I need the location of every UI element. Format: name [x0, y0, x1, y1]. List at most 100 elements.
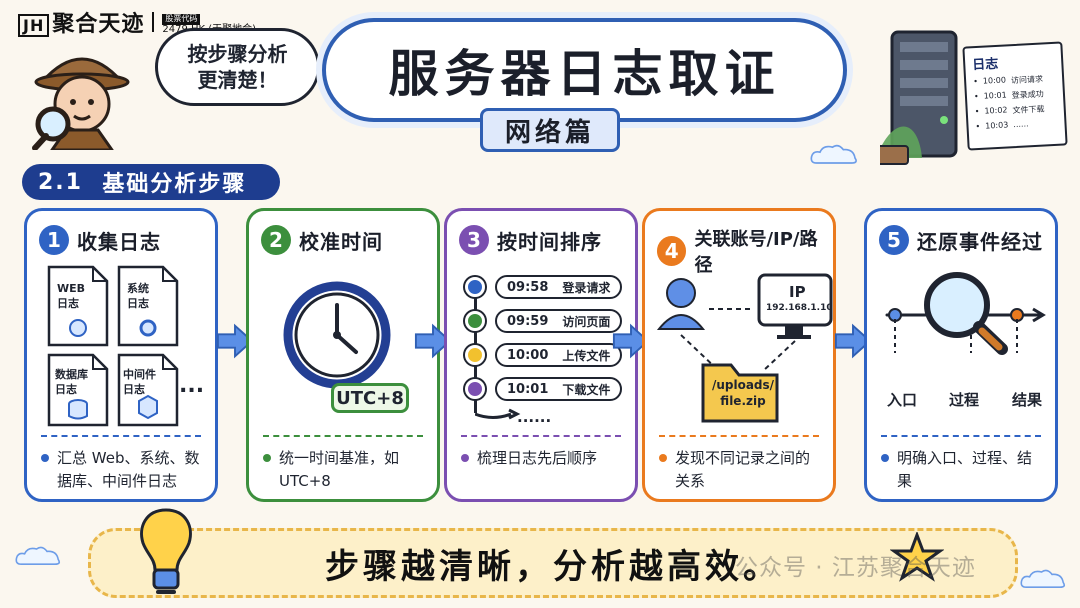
- step-title-5: 还原事件经过: [917, 229, 1043, 254]
- step-number-5: 5: [879, 225, 909, 255]
- log-note-time: 10:01: [983, 90, 1007, 101]
- log-note-row-bullet: •: [973, 91, 979, 102]
- bullet-dot: [881, 454, 889, 462]
- step-divider-5: [881, 435, 1041, 437]
- timeline-event: 登录请求: [562, 280, 611, 295]
- timeline-entry: 09:58 登录请求: [495, 275, 623, 299]
- step-card-3: 3 按时间排序 ...... 09:58 登录请求 09:59 访问页面 10:…: [444, 208, 638, 502]
- bottom-banner: 步骤越清晰，分析越高效。: [88, 528, 1018, 598]
- cloud-icon: [15, 546, 61, 565]
- step-description-text-2: 统一时间基准，如 UTC+8: [279, 449, 400, 491]
- log-note-row: • 10:00 访问请求: [973, 73, 1055, 88]
- step-divider-1: [41, 435, 201, 437]
- timeline-entry: 09:59 访问页面: [495, 309, 623, 333]
- log-note-time: 10:00: [982, 75, 1007, 86]
- step-description-text-5: 明确入口、过程、结果: [897, 449, 1033, 491]
- section-heading: 2.1 基础分析步骤: [22, 164, 280, 200]
- folder-path: /uploads/ file.zip: [711, 378, 775, 409]
- timeline-event: 下载文件: [562, 382, 611, 397]
- middleware-log-label: 中间件 日志: [123, 368, 156, 397]
- step-description-text-1: 汇总 Web、系统、数据库、中间件日志: [57, 449, 200, 491]
- log-note-row-bullet: •: [974, 106, 980, 117]
- arrow-right-icon: [612, 323, 650, 359]
- timeline-entry: 10:00 上传文件: [495, 343, 623, 367]
- ip-label: IP: [789, 283, 806, 301]
- log-note-row-bullet: •: [975, 121, 981, 132]
- step-title-3: 按时间排序: [497, 229, 602, 254]
- step-number-3: 3: [459, 225, 489, 255]
- log-note-row: • 10:02 文件下载: [975, 103, 1057, 118]
- step-description-5: 明确入口、过程、结果: [881, 447, 1045, 494]
- ip-value: 192.168.1.10: [766, 303, 833, 313]
- step-header-2: 2 校准时间: [261, 225, 383, 255]
- log-note-event: 登录成功: [1011, 89, 1044, 101]
- log-files-illustration: [47, 265, 179, 427]
- step-header-1: 1 收集日志: [39, 225, 161, 255]
- log-note-title: 日志: [971, 56, 999, 74]
- timeline-time: 09:58: [507, 279, 549, 295]
- star-icon: [890, 532, 944, 582]
- step-divider-4: [659, 435, 819, 437]
- system-log-file-icon: [117, 265, 179, 347]
- timeline-event: 访问页面: [562, 314, 611, 329]
- timeline-dot: [465, 345, 485, 365]
- section-title: 基础分析步骤: [102, 172, 247, 197]
- step-description-2: 统一时间基准，如 UTC+8: [263, 447, 427, 494]
- step-card-2: 2 校准时间 UTC+8 统一时间基准，如 UTC+8: [246, 208, 440, 502]
- web-log-label: WEB 日志: [57, 282, 86, 311]
- speech-bubble: 按步骤分析 更清楚！: [155, 28, 320, 106]
- jh-logo-icon: JH: [18, 14, 50, 37]
- timeline-item: 09:58 登录请求: [465, 275, 623, 299]
- step-description-1: 汇总 Web、系统、数据库、中间件日志: [41, 447, 205, 494]
- step-title-1: 收集日志: [77, 229, 161, 254]
- step-header-3: 3 按时间排序: [459, 225, 602, 255]
- log-note-event: 访问请求: [1010, 74, 1044, 86]
- brand-name: 聚合天迹: [52, 12, 145, 37]
- middleware-log-file-icon: [117, 353, 179, 427]
- step-description-text-3: 梳理日志先后顺序: [477, 449, 598, 467]
- subtitle-banner: 网络篇: [480, 108, 620, 152]
- bullet-dot: [41, 454, 49, 462]
- timeline-time: 09:59: [507, 313, 549, 329]
- step-description-4: 发现不同记录之间的关系: [659, 447, 823, 494]
- database-log-file-icon: [47, 353, 109, 427]
- lightbulb-icon: [140, 508, 192, 594]
- arrow-right-icon: [414, 323, 452, 359]
- web-log-file-icon: [47, 265, 109, 347]
- section-number: 2.1: [38, 169, 83, 195]
- more-files: ...: [179, 373, 205, 398]
- process-label: 过程: [949, 391, 980, 409]
- arrow-right-icon: [216, 323, 254, 359]
- log-note-row: • 10:01 登录成功: [974, 88, 1056, 103]
- timeline-dot: [465, 311, 485, 331]
- stock-label: 股票代码: [162, 14, 201, 25]
- entry-label: 入口: [887, 391, 918, 409]
- detective-illustration: [32, 57, 130, 150]
- step-divider-3: [461, 435, 621, 437]
- cloud-icon: [1020, 569, 1066, 588]
- step-card-5: 5 还原事件经过 入口 过程 结果 明确入口、过程、结果: [864, 208, 1058, 502]
- step-card-1: 1 收集日志 WEB 日志 系统 日志 数据库 日志 中间件 日志 ...: [24, 208, 218, 502]
- system-log-label: 系统 日志: [127, 282, 149, 311]
- log-note-time: 10:03: [985, 120, 1009, 131]
- timeline-event: 上传文件: [562, 348, 611, 363]
- step-header-4: 4 关联账号/IP/路径: [657, 225, 833, 277]
- step-number-1: 1: [39, 225, 69, 255]
- timeline-time: 10:00: [507, 347, 549, 363]
- server-icon: [880, 30, 958, 165]
- step-divider-2: [263, 435, 423, 437]
- timeline-time: 10:01: [507, 381, 549, 397]
- timeline-dot: [465, 277, 485, 297]
- magnifier-icon: [885, 272, 1046, 355]
- clock-icon: [283, 281, 391, 389]
- log-note-event: ......: [1013, 119, 1029, 130]
- step-title-2: 校准时间: [299, 229, 383, 254]
- timeline-item: 09:59 访问页面: [465, 309, 623, 333]
- arrow-right-icon: [834, 323, 872, 359]
- utc-badge-label: UTC+8: [336, 387, 404, 409]
- timeline-arrow-icon: [475, 408, 521, 420]
- log-note-row: • 10:03 ......: [975, 118, 1057, 131]
- bullet-dot: [659, 454, 667, 462]
- step-number-4: 4: [657, 236, 687, 266]
- step-number-2: 2: [261, 225, 291, 255]
